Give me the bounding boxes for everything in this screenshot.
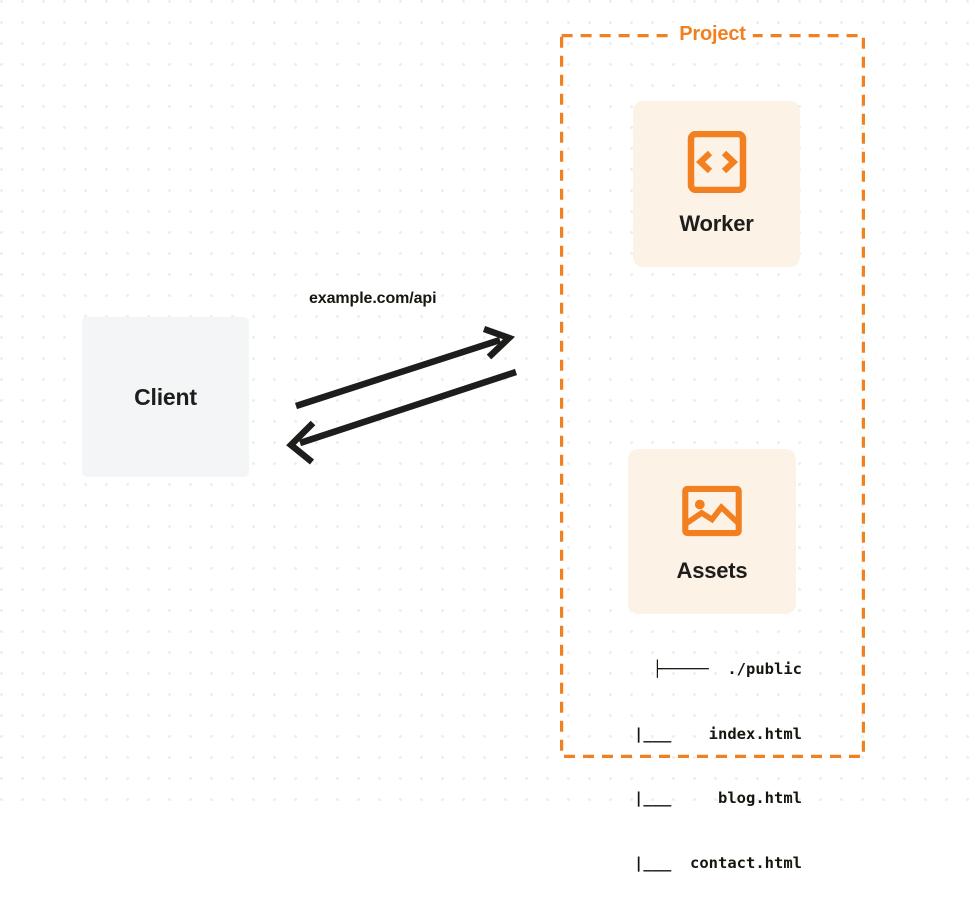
assets-label: Assets (676, 557, 748, 583)
diagram-canvas: Client example.com/api Project Worker (0, 0, 980, 872)
assets-file-tree: ├───── ./public |___ index.html |___ blo… (560, 616, 802, 917)
worker-card[interactable]: Worker (633, 101, 800, 267)
project-title: Project (672, 22, 753, 46)
client-node[interactable]: Client (82, 317, 249, 477)
file-tree-line: |___ index.html (587, 724, 802, 743)
request-arrow (294, 325, 516, 410)
worker-label: Worker (679, 211, 754, 236)
project-group: Project (560, 22, 865, 758)
file-tree-line: |___ blog.html (587, 789, 802, 807)
assets-card[interactable]: Assets (628, 449, 796, 614)
connection-label: example.com/api (309, 290, 437, 307)
image-picture-icon (682, 485, 742, 536)
client-label: Client (134, 383, 197, 410)
file-tree-line: ├───── ./public (652, 660, 802, 678)
file-tree-line: |___ contact.html (587, 853, 802, 872)
code-brackets-icon (687, 131, 746, 193)
response-arrow (286, 368, 518, 465)
